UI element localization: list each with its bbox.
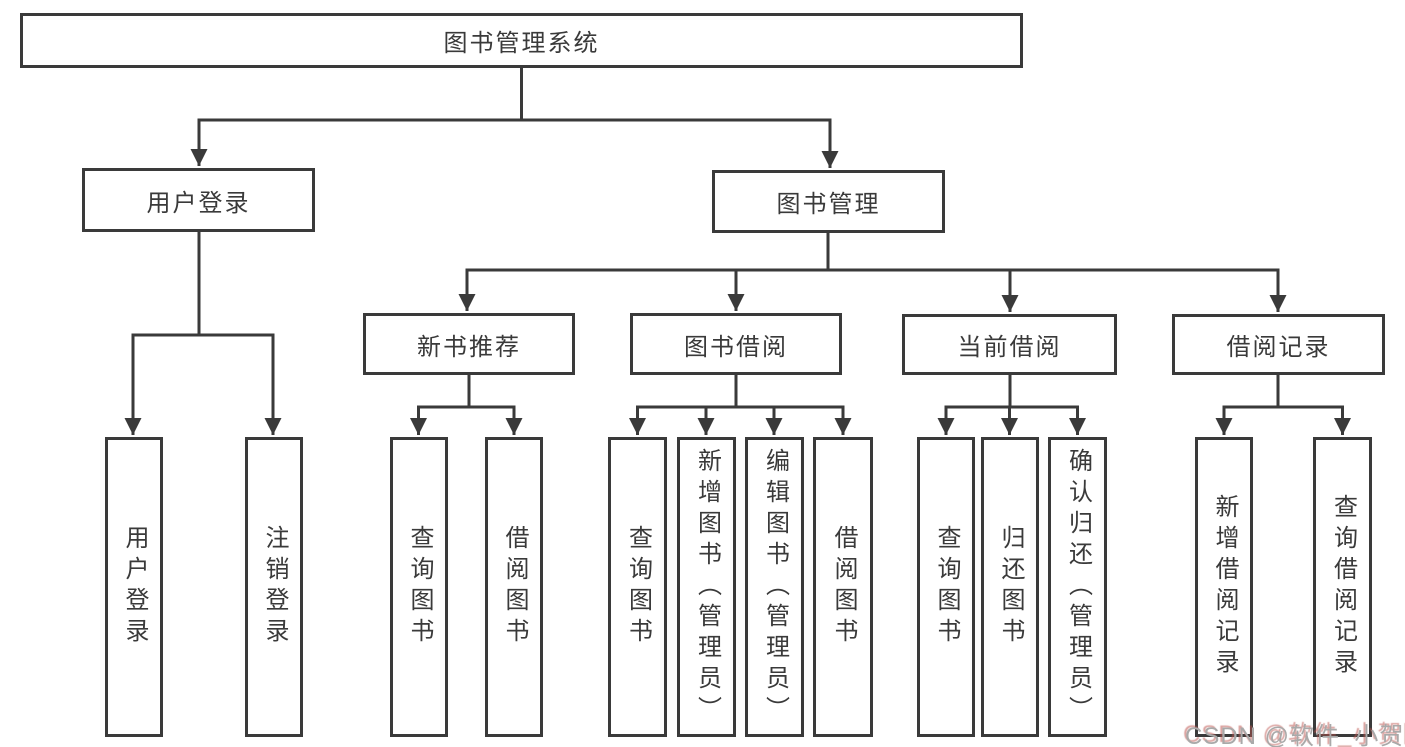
node-label: 图书借阅 bbox=[684, 333, 788, 361]
leaf-edit-books-admin: 编辑图书（管理员） bbox=[745, 437, 804, 737]
node-current-borrowing: 当前借阅 bbox=[902, 314, 1117, 375]
leaf-borrow-books: 借阅图书 bbox=[813, 437, 873, 737]
leaf-label: 归还图书 bbox=[997, 525, 1024, 649]
node-label: 当前借阅 bbox=[957, 334, 1062, 361]
leaf-add-borrow-record: 新增借阅记录 bbox=[1195, 437, 1253, 737]
node-borrow-records: 借阅记录 bbox=[1172, 314, 1385, 375]
node-label: 图书管理 bbox=[776, 191, 881, 218]
leaf-confirm-return-admin: 确认归还（管理员） bbox=[1048, 437, 1107, 737]
node-root-system: 图书管理系统 bbox=[20, 13, 1023, 68]
leaf-add-books-admin: 新增图书（管理员） bbox=[677, 437, 736, 737]
node-book-borrowing: 图书借阅 bbox=[630, 313, 842, 375]
leaf-label: 新增图书（管理员） bbox=[693, 447, 721, 727]
leaf-return-books: 归还图书 bbox=[981, 437, 1039, 737]
node-label: 借阅记录 bbox=[1226, 334, 1331, 361]
node-user-login-branch: 用户登录 bbox=[82, 168, 315, 232]
leaf-label: 用户登录 bbox=[121, 525, 148, 649]
leaf-query-borrow-record: 查询借阅记录 bbox=[1313, 437, 1372, 737]
node-book-management: 图书管理 bbox=[712, 170, 945, 233]
leaf-borrow-books-recommend: 借阅图书 bbox=[485, 437, 543, 737]
leaf-label: 借阅图书 bbox=[501, 525, 528, 649]
csdn-watermark: CSDN @软件_小贺同学 bbox=[1185, 723, 1405, 747]
leaf-label: 新增借阅记录 bbox=[1211, 494, 1238, 680]
node-label: 新书推荐 bbox=[417, 333, 521, 361]
leaf-label: 注销登录 bbox=[261, 525, 288, 649]
leaf-label: 借阅图书 bbox=[830, 525, 857, 649]
leaf-label: 查询图书 bbox=[624, 525, 652, 649]
leaf-logout: 注销登录 bbox=[245, 437, 303, 737]
leaf-label: 查询图书 bbox=[406, 525, 433, 649]
leaf-user-login: 用户登录 bbox=[105, 437, 163, 737]
node-label: 图书管理系统 bbox=[443, 30, 600, 57]
node-label: 用户登录 bbox=[146, 189, 251, 217]
leaf-label: 查询借阅记录 bbox=[1329, 494, 1357, 680]
leaf-query-books-borrowing: 查询图书 bbox=[608, 437, 667, 737]
leaf-query-books-current: 查询图书 bbox=[917, 437, 975, 737]
leaf-label: 确认归还（管理员） bbox=[1064, 447, 1092, 727]
leaf-query-books-recommend: 查询图书 bbox=[390, 437, 448, 737]
leaf-label: 查询图书 bbox=[933, 525, 960, 649]
node-new-book-recommend: 新书推荐 bbox=[363, 313, 575, 375]
leaf-label: 编辑图书（管理员） bbox=[761, 447, 789, 727]
